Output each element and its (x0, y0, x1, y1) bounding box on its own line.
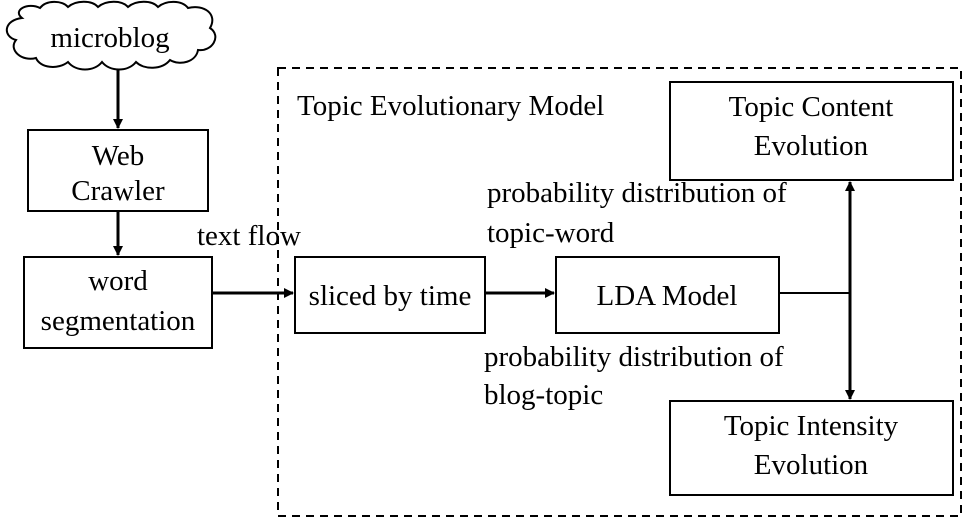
topic-word-label-line2: topic-word (487, 217, 615, 249)
topic-content-evolution-label-line2: Evolution (754, 130, 869, 162)
sliced-by-time-label: sliced by time (309, 280, 472, 312)
topic-content-evolution-label-line1: Topic Content (729, 91, 894, 123)
topic-content-evolution-box (669, 81, 954, 181)
container-title: Topic Evolutionary Model (297, 90, 604, 122)
microblog-label: microblog (50, 22, 169, 54)
sliced-by-time-box (294, 256, 486, 334)
topic-intensity-evolution-label-line2: Evolution (754, 449, 869, 481)
text-flow-label: text flow (197, 220, 301, 252)
lda-model-label: LDA Model (597, 280, 738, 312)
topic-word-label-line1: probability distribution of (487, 177, 787, 209)
web-crawler-box (27, 129, 209, 212)
blog-topic-label-line2: blog-topic (484, 379, 603, 411)
lda-model-box (555, 256, 780, 334)
microblog-cloud-shape (6, 0, 217, 71)
topic-intensity-evolution-label-line1: Topic Intensity (724, 410, 899, 442)
web-crawler-label-line1: Web (92, 140, 144, 172)
blog-topic-label-line1: probability distribution of (484, 341, 784, 373)
topic-intensity-evolution-box (669, 400, 954, 496)
word-segmentation-label-line2: segmentation (41, 305, 196, 337)
word-segmentation-box (23, 256, 213, 349)
web-crawler-label-line2: Crawler (71, 175, 165, 207)
word-segmentation-label-line1: word (88, 265, 148, 297)
